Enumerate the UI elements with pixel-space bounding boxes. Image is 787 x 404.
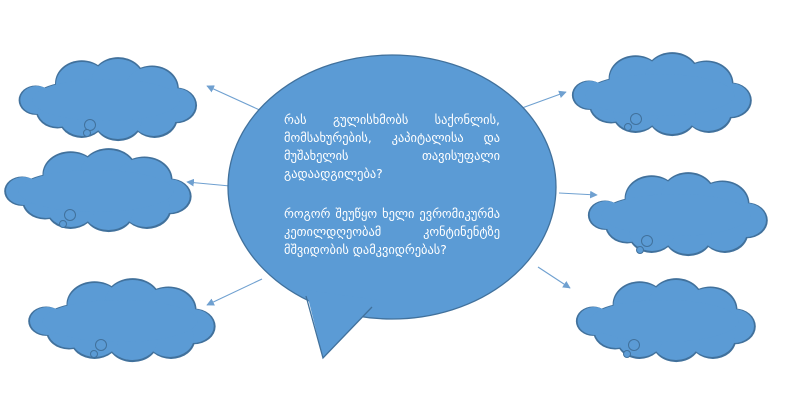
arrow-to-cloud-top-left bbox=[206, 85, 265, 113]
cloud-callout-top-left bbox=[18, 57, 198, 142]
cloud-callout-top-right bbox=[571, 52, 752, 137]
arrow-to-cloud-bottom-right bbox=[537, 266, 571, 289]
arrow-to-cloud-middle-left bbox=[186, 178, 231, 187]
cloud-callout-bottom-left bbox=[28, 278, 216, 363]
arrow-to-cloud-top-right bbox=[521, 90, 567, 109]
cloud-callout-middle-right bbox=[587, 172, 768, 257]
arrow-to-cloud-bottom-left bbox=[206, 278, 263, 306]
central-speech-bubble bbox=[227, 54, 557, 360]
connector-arrows bbox=[186, 85, 598, 306]
cloud-callout-middle-left bbox=[4, 148, 192, 233]
central-question-1: რას გულისხმობს საქონლის, მომსახურების, კ… bbox=[284, 112, 500, 181]
arrow-to-cloud-middle-right bbox=[558, 190, 598, 199]
cloud-callout-bottom-right bbox=[575, 278, 756, 363]
central-question-2: როგორ შეუწყო ხელი ევრომიკურმა კეთილდღეობ… bbox=[284, 206, 500, 257]
